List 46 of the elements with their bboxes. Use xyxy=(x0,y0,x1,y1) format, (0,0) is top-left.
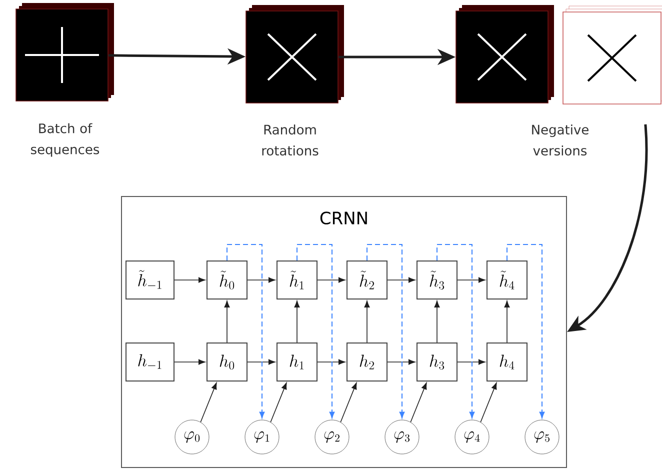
state-box: $h_{-1}$ xyxy=(126,342,174,382)
state-box: $\tilde{h}_{2}$ xyxy=(346,260,388,300)
image-stack-drawing xyxy=(456,5,554,104)
dashed-arrow xyxy=(366,244,405,418)
image-stack-drawing xyxy=(562,6,662,104)
dashed-arrow xyxy=(436,244,475,418)
state-box: $\tilde{h}_{3}$ xyxy=(416,260,458,300)
arrow xyxy=(364,300,370,343)
arrow xyxy=(387,277,416,283)
arrow xyxy=(457,359,486,365)
frame-title: CRNN xyxy=(320,212,367,224)
state-box: $\tilde{h}_{4}$ xyxy=(486,260,528,300)
arrow xyxy=(317,277,346,283)
arrow xyxy=(200,382,217,422)
caption-text: Negative versions xyxy=(532,124,588,156)
state-box: $h_{2}$ xyxy=(346,342,388,382)
arrow xyxy=(294,300,300,343)
state-box: $\tilde{h}_{1}$ xyxy=(276,260,318,300)
arrow xyxy=(504,300,510,343)
state-box: $\tilde{h}_{-1}$ xyxy=(126,260,174,300)
caption-text: Random rotations xyxy=(262,124,318,156)
state-box: $h_{4}$ xyxy=(486,342,528,382)
state-box: $h_{3}$ xyxy=(416,342,458,382)
arrow xyxy=(174,277,206,283)
dashed-arrow xyxy=(226,244,265,418)
arrow xyxy=(434,300,440,343)
dashed-arrow xyxy=(296,244,335,418)
image-stack-drawing xyxy=(246,5,344,104)
arrow xyxy=(247,277,276,283)
arrow xyxy=(270,382,287,422)
arrow xyxy=(317,359,346,365)
arrow xyxy=(247,359,276,365)
arrow xyxy=(174,359,206,365)
arrow xyxy=(387,359,416,365)
arrow xyxy=(457,277,486,283)
dashed-arrow xyxy=(506,244,545,418)
group-frame xyxy=(121,196,567,468)
caption-text: Batch of sequences xyxy=(31,123,100,157)
state-box: $h_{1}$ xyxy=(276,342,318,382)
arrow xyxy=(340,382,357,422)
state-box: $h_{0}$ xyxy=(206,342,248,382)
arrow xyxy=(224,300,230,343)
arrow xyxy=(410,382,427,422)
arrow xyxy=(480,382,497,422)
image-stack-drawing xyxy=(16,3,114,102)
state-box: $\tilde{h}_{0}$ xyxy=(206,260,248,300)
